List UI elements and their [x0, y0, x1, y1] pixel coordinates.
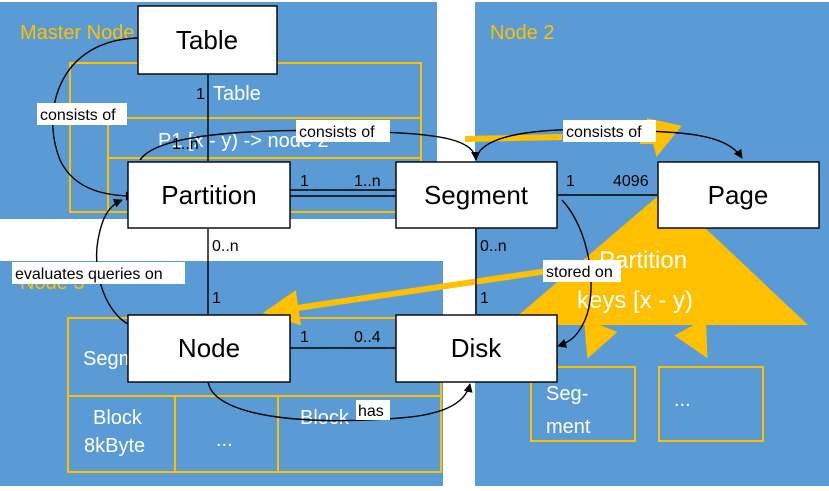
mult-segment-side-page: 1	[566, 173, 575, 190]
label-bg-evaluates	[12, 262, 185, 284]
label-has: has	[358, 403, 384, 420]
node2-more-label: ...	[674, 389, 691, 411]
mult-segment-side-partition: 1..n	[354, 173, 381, 190]
node2-more-box	[658, 366, 764, 442]
partition-keys-triangle	[507, 190, 808, 325]
mult-segment-side-disk: 0..n	[480, 238, 507, 255]
mult-table-side: 1	[196, 86, 205, 103]
node2-segment-box	[530, 366, 636, 442]
mult-partition-side-node: 0..n	[212, 238, 239, 255]
stored-on-gold-arrow	[262, 265, 569, 326]
node-evaluates-arrow	[95, 199, 139, 329]
triangle-label-line2: keys [x - y)	[577, 287, 693, 314]
mult-node-side-disk: 1	[300, 329, 309, 346]
node3-block-mid: ...	[216, 429, 233, 451]
node-2-label: Node 2	[490, 22, 555, 44]
label-segment-consists-of: consists of	[566, 124, 642, 141]
node3-block-a-line2: 8kByte	[84, 435, 145, 457]
mult-disk-side-node: 0..4	[354, 329, 381, 346]
label-stored-on: stored on	[546, 264, 613, 281]
mult-partition-side-segment: 1	[300, 173, 309, 190]
label-bg-table-consists	[37, 103, 127, 125]
entity-disk	[395, 314, 558, 383]
node2-segment-line2: ment	[546, 416, 591, 438]
entity-table-label: Table	[176, 25, 238, 55]
label-evaluates-queries-on: evaluates queries on	[15, 266, 163, 283]
entity-segment	[395, 161, 558, 229]
triangle-to-segment-arrow	[583, 318, 618, 359]
label-bg-stored-on	[543, 260, 621, 282]
mult-page-side: 4096	[613, 173, 649, 190]
entity-segment-label: Segment	[424, 180, 529, 210]
entity-partition-label: Partition	[161, 180, 256, 210]
node3-block-a-line1: Block	[93, 407, 143, 429]
label-bg-has	[356, 400, 390, 420]
label-table-consists-of: consists of	[40, 107, 116, 124]
mult-disk-side-segment: 1	[480, 290, 489, 307]
master-inner-partition-label: P1 [x - y) -> node 2	[158, 130, 329, 152]
entity-node-label: Node	[178, 333, 240, 363]
table-consists-of-arrow	[52, 37, 139, 201]
master-inner-table-label: Table	[213, 83, 261, 105]
entity-partition	[127, 161, 291, 229]
segment-stored-on-arrow	[557, 199, 592, 348]
label-bg-partition-consists	[296, 120, 390, 142]
entity-disk-label: Disk	[451, 333, 503, 363]
mult-node-side-partition: 1	[212, 290, 221, 307]
triangle-to-more-arrow	[674, 318, 708, 359]
entity-page-label: Page	[708, 180, 769, 210]
label-bg-segment-consists	[563, 120, 656, 142]
label-partition-consists-of: consists of	[299, 124, 375, 141]
entity-table	[137, 5, 278, 75]
entity-page	[657, 161, 820, 229]
node2-segment-line1: Seg-	[546, 383, 588, 405]
entity-node	[127, 314, 291, 383]
mult-partition-side-table: 1..n	[172, 136, 199, 153]
master-node-label: Master Node	[20, 22, 135, 44]
gold-band-line	[464, 134, 563, 142]
node3-block-c: Block	[300, 407, 350, 429]
